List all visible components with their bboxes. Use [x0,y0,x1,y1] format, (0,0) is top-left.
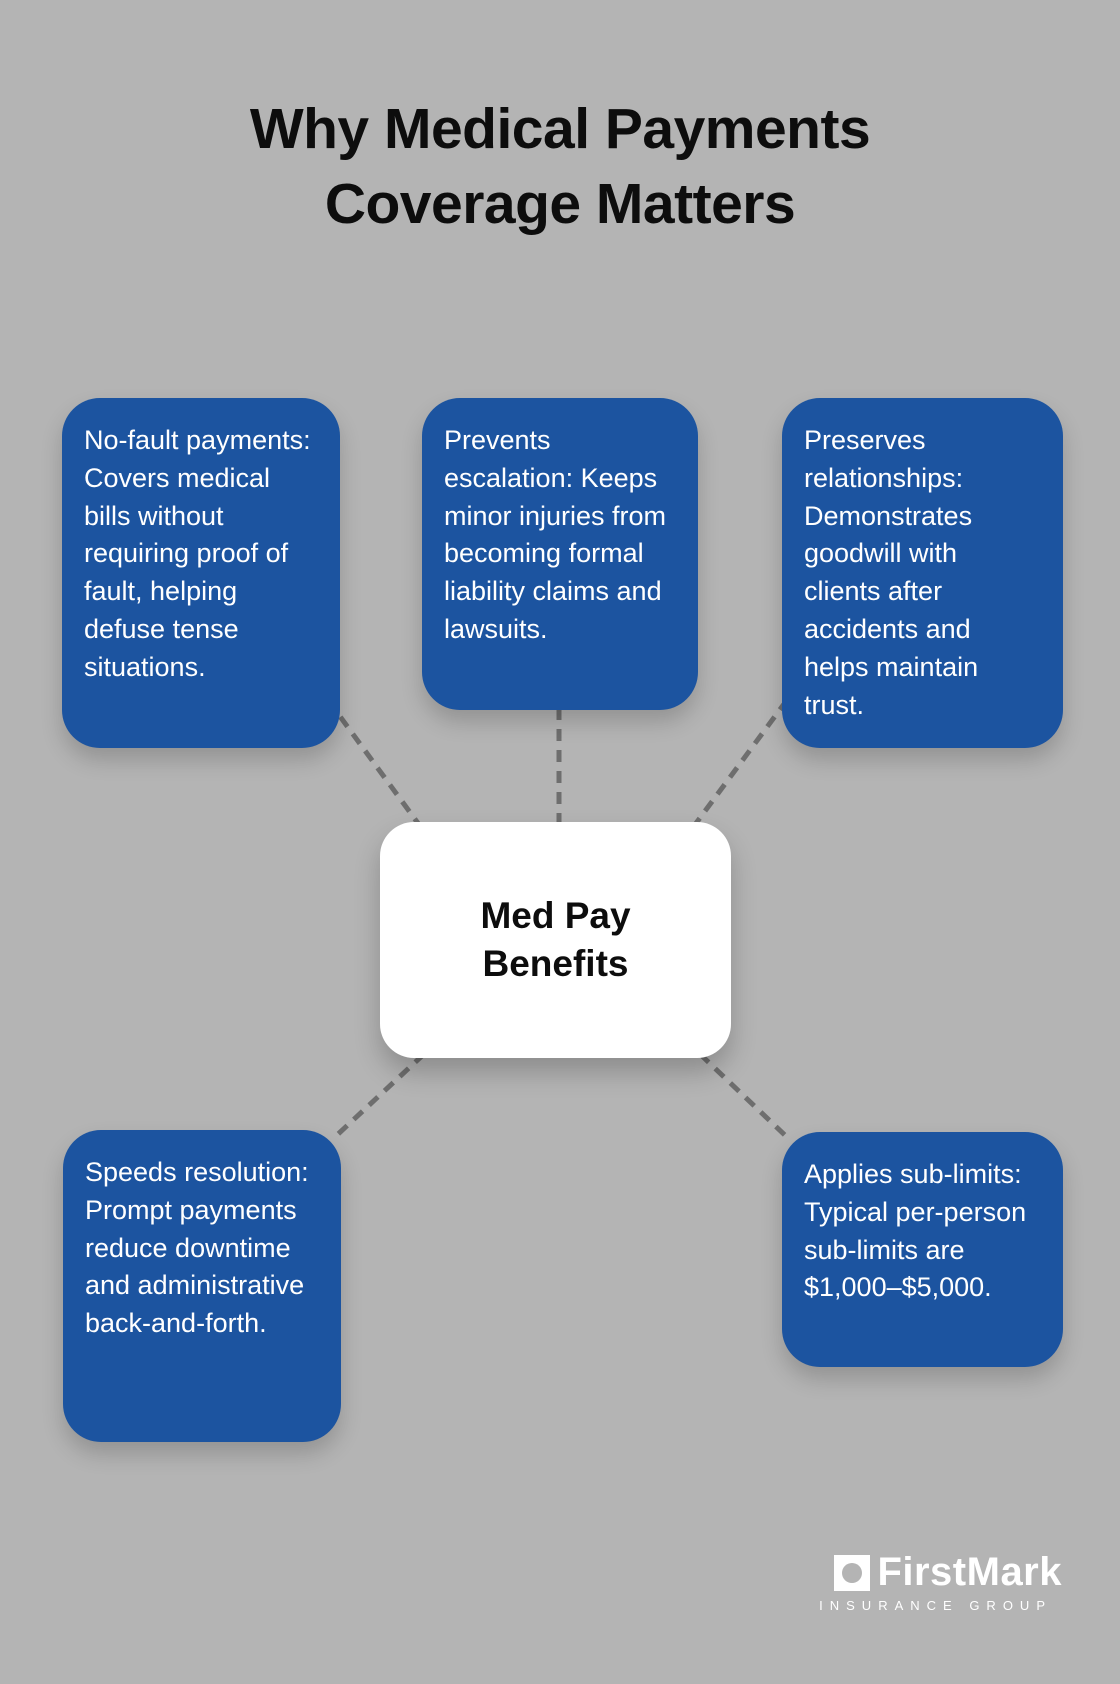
logo-tagline: INSURANCE GROUP [819,1598,1052,1613]
benefit-text: Prevents escalation: Keeps minor injurie… [444,425,667,644]
firstmark-logo: FirstMark INSURANCE GROUP [819,1550,1062,1613]
center-node-med-pay-benefits: Med Pay Benefits [380,822,731,1058]
connector-resolution [334,1052,426,1138]
logo-brand-name: FirstMark [877,1550,1062,1594]
benefit-card-applies-sub-limits: Applies sub-limits: Typical per-person s… [782,1132,1063,1367]
logo-circle-cutout [842,1562,863,1583]
benefit-text: No-fault payments: Covers medical bills … [84,425,311,682]
benefit-card-preserves-relationships: Preserves relationships: Demonstrates go… [782,398,1063,748]
connector-sublimits [698,1052,792,1142]
benefit-text: Preserves relationships: Demonstrates go… [804,425,979,720]
page-title-line2: Coverage Matters [324,172,796,237]
page-title-line1: Why Medical Payments [249,97,871,161]
benefit-card-prevents-escalation: Prevents escalation: Keeps minor injurie… [422,398,698,710]
firstmark-logo-row: FirstMark [834,1550,1062,1595]
connector-no-fault [325,698,423,828]
benefit-card-no-fault-payments: No-fault payments: Covers medical bills … [62,398,340,748]
benefit-text: Applies sub-limits: Typical per-person s… [804,1159,1027,1303]
benefit-card-speeds-resolution: Speeds resolution: Prompt payments reduc… [63,1130,341,1442]
square-with-circle-cutout-icon [834,1554,871,1591]
center-node-label-line1: Med Pay [480,894,631,936]
page-title: Why Medical Payments Coverage Matters [0,92,1120,242]
benefit-text: Speeds resolution: Prompt payments reduc… [85,1157,309,1339]
connector-relationships [691,698,790,828]
center-node-label-line2: Benefits [482,943,629,984]
